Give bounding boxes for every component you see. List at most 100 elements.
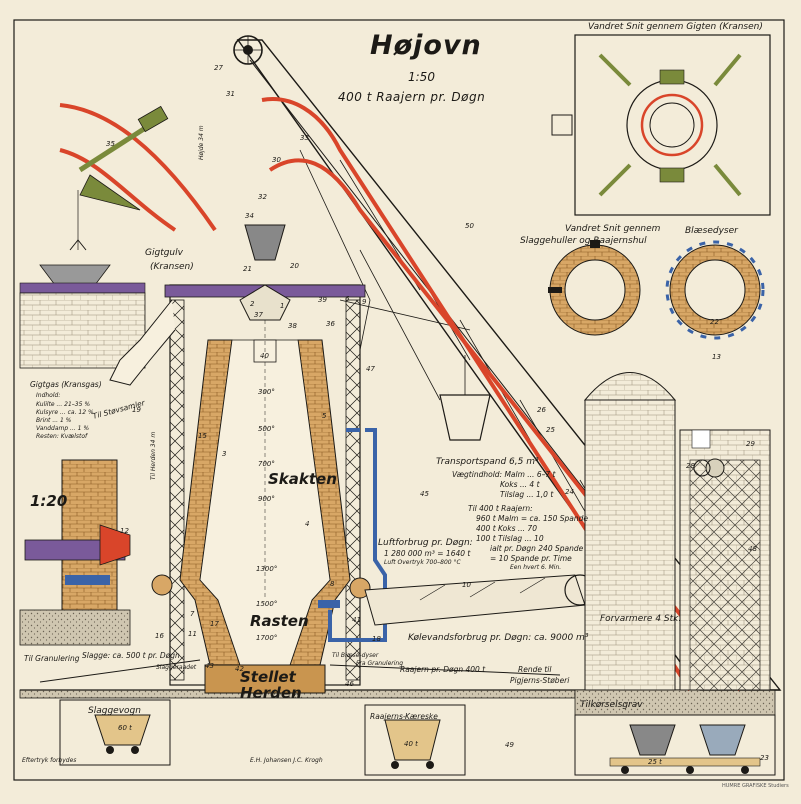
part-number-callout: 27 (214, 64, 223, 72)
label-kulsyre: Kulsyre ... ca. 12 % (36, 409, 94, 416)
runners (39, 659, 561, 683)
ring-section-slag (548, 240, 641, 336)
drawing-scale: 1:50 (408, 70, 435, 84)
label-slag-section-2: Slaggehuller og Raajernshul (520, 236, 647, 246)
label-luftforbrug-2: 1 280 000 m³ = 1640 t (384, 549, 471, 558)
part-number-callout: 8 (330, 580, 335, 588)
hot-blast-main (364, 574, 596, 626)
label-koks: Koks ... 4 t (500, 480, 540, 489)
part-number-callout: 24 (565, 488, 574, 496)
temperature-label: 1700° (256, 634, 278, 642)
part-number-callout: 30 (272, 156, 281, 164)
label-stellet: Stellet (240, 668, 296, 686)
part-number-callout: 28 (686, 462, 695, 470)
part-number-callout: 33 (300, 134, 309, 142)
part-number-callout: 12 (120, 527, 129, 535)
part-number-callout: 23 (760, 754, 769, 762)
label-slaggeraadet: Slaggeraadet (156, 664, 197, 671)
label-raajern-4: 100 t Tilslag ... 10 (476, 534, 544, 543)
part-number-callout: 2 (250, 300, 255, 308)
label-raajern-3: 400 t Koks ... 70 (476, 524, 537, 533)
label-luftforbrug-1: Luftforbrug pr. Døgn: (378, 538, 473, 548)
label-raajern-5: ialt pr. Døgn 240 Spande (490, 544, 584, 553)
label-stamp: HUMRE GRAFISKE Studiers (722, 783, 789, 789)
temperature-label: 300° (258, 388, 275, 396)
part-number-callout: 39 (318, 296, 327, 304)
label-blaesedyser: Til Blæse-dyser (332, 652, 379, 659)
sheet-border (13, 19, 785, 781)
iron-ladle-car (364, 704, 466, 776)
part-number-callout: 41 (352, 616, 361, 624)
part-number-callout: 43 (205, 662, 214, 670)
part-number-callout: 10 (462, 581, 471, 589)
part-number-callout: 1 (280, 302, 285, 310)
part-number-callout: 17 (210, 620, 219, 628)
label-slagge: Slagge: ca. 500 t pr. Døgn (82, 651, 180, 660)
part-number-callout: 34 (245, 212, 254, 220)
part-number-callout: 26 (537, 406, 546, 414)
label-raajern-7: Een hvert 6. Min. (510, 564, 562, 571)
part-number-callout: 47 (366, 365, 375, 373)
label-granulering: Til Granulering (24, 654, 80, 663)
ground (19, 689, 780, 716)
label-gigtgas: Gigtgas (Kransgas) (30, 380, 102, 389)
temperature-label: 900° (258, 495, 275, 503)
capacity-subtitle: 400 t Raajern pr. Døgn (338, 90, 486, 104)
part-number-callout: 15 (198, 432, 207, 440)
part-number-callout: 22 (710, 318, 719, 326)
part-number-callout: 9 (362, 298, 367, 306)
top-charging-gear (19, 103, 217, 369)
label-brint: Brint ... 1 % (36, 417, 72, 424)
label-kransen: (Kransen) (150, 262, 194, 272)
part-number-callout: 20 (290, 262, 299, 270)
label-kolevand: Kølevandsforbrug pr. Døgn: ca. 9000 m³ (408, 633, 589, 643)
label-transportspand: Transportspand 6,5 m³ (436, 457, 539, 467)
label-resten: Resten: Kvælstof (36, 433, 88, 440)
label-hojde: Højde 34 m (198, 125, 205, 160)
label-forvarmere: Forvarmere 4 Stk. (600, 614, 682, 624)
label-authors: E.H. Johansen J.C. Krogh (250, 757, 323, 764)
skip-rails (261, 97, 742, 692)
label-rasten: Rasten (250, 612, 309, 630)
part-number-callout: 45 (420, 490, 429, 498)
skip-bucket (244, 224, 491, 441)
part-number-callout: 40 (260, 352, 269, 360)
label-gigtgulv: Gigtgulv (145, 248, 183, 258)
temperature-label: 700° (258, 460, 275, 468)
part-number-callout: 13 (712, 353, 721, 361)
part-number-callout: 5 (322, 412, 327, 420)
temperature-label: 500° (258, 425, 275, 433)
vessel-capacity: 40 t (404, 740, 418, 748)
part-number-callout: 37 (254, 311, 263, 319)
part-number-callout: 6 (345, 295, 350, 303)
part-number-callout: 35 (106, 140, 115, 148)
label-gigten-section: Vandret Snit gennem Gigten (Kransen) (588, 22, 763, 32)
page-title: Højovn (370, 30, 482, 61)
part-number-callout: 49 (505, 741, 514, 749)
part-number-callout: 48 (748, 545, 757, 553)
label-raajern-1: Til 400 t Raajern: (468, 504, 533, 513)
label-hojde2: Til Herden 34 m (150, 431, 157, 480)
throat-section (551, 34, 771, 216)
label-raajern-2: 960 t Malm = ca. 150 Spande (476, 514, 588, 523)
label-raajern-dogn: Raajern pr. Døgn 400 t (400, 665, 486, 674)
part-number-callout: 50 (465, 222, 474, 230)
slag-car (59, 699, 171, 766)
part-number-callout: 42 (235, 665, 244, 673)
part-number-callout: 29 (746, 440, 755, 448)
part-number-callout: 7 (190, 610, 195, 618)
vessel-capacity: 60 t (118, 724, 132, 732)
label-skakten: Skakten (268, 470, 337, 488)
ring-section-tuyeres (665, 240, 765, 340)
label-rende-2: Pigjerns-Støberi (510, 676, 570, 685)
part-number-callout: 36 (326, 320, 335, 328)
label-luftforbrug-3: Luft Overtryk 700–800 °C (384, 559, 461, 566)
label-fra-granulering: Fra Granulering (356, 660, 404, 667)
part-number-callout: 4 (305, 520, 310, 528)
label-slag-section-1: Vandret Snit gennem (565, 224, 661, 234)
label-kaereske-2: Kæreske (405, 712, 438, 721)
temperature-label: 1500° (256, 600, 278, 608)
label-kulilte: Kulilte ... 21–35 % (36, 401, 91, 408)
